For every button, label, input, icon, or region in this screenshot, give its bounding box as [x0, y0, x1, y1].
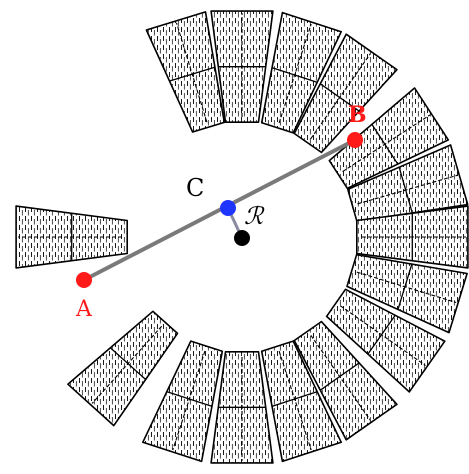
wood-block — [142, 340, 224, 463]
wood-block — [325, 288, 446, 393]
wood-block — [15, 205, 128, 269]
wood-block — [346, 144, 469, 223]
label-c: C — [186, 174, 204, 202]
wood-block — [346, 253, 468, 334]
wood-block — [355, 205, 469, 269]
wood-block — [328, 87, 450, 190]
wood-block — [210, 10, 274, 123]
point-c-marker — [220, 200, 236, 216]
segment-a-b — [82, 138, 357, 282]
wood-block — [260, 11, 343, 134]
point-r-marker — [234, 230, 250, 246]
wood-block — [67, 310, 179, 427]
label-a: A — [75, 297, 93, 322]
wood-block — [210, 350, 274, 464]
point-b-marker — [347, 132, 363, 148]
wood-block — [145, 11, 226, 133]
label-r: ℛ — [244, 202, 265, 230]
wood-block — [260, 340, 343, 463]
wood-block — [293, 33, 398, 154]
label-b: B — [348, 102, 367, 128]
wood-block — [293, 320, 398, 441]
block-ring — [15, 10, 469, 464]
point-a-marker — [76, 272, 92, 288]
